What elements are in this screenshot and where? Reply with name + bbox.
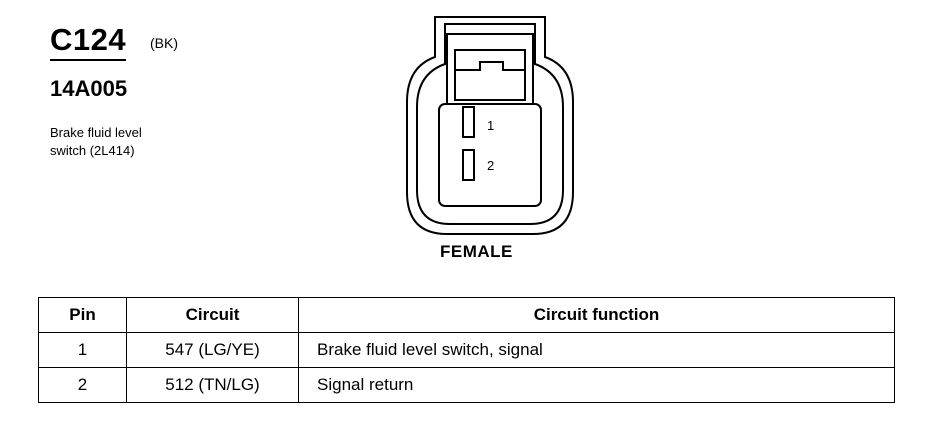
pin-label-2: 2 — [487, 158, 494, 173]
cell-pin: 1 — [38, 332, 127, 368]
header-circuit-function: Circuit function — [298, 297, 895, 333]
cell-function: Brake fluid level switch, signal — [298, 332, 895, 368]
description-line-2: switch (2L414) — [50, 143, 135, 158]
header-circuit: Circuit — [126, 297, 299, 333]
description-line-1: Brake fluid level — [50, 125, 142, 140]
housing-inner — [416, 23, 564, 225]
component-description: Brake fluid level switch (2L414) — [50, 124, 142, 160]
table-row: 1 547 (LG/YE) Brake fluid level switch, … — [38, 332, 895, 368]
connector-face-diagram: 1 2 — [406, 16, 574, 235]
lock-tab-inner — [454, 49, 526, 101]
part-number: 14A005 — [50, 76, 128, 101]
cell-circuit: 547 (LG/YE) — [126, 332, 299, 368]
pin-cavity-2 — [462, 149, 475, 181]
terminal-face — [438, 103, 542, 207]
cell-pin: 2 — [38, 367, 127, 403]
gender-label: FEMALE — [440, 242, 513, 261]
connector-id: C124 — [50, 24, 127, 61]
connector-color: (BK) — [150, 35, 178, 51]
pinout-table: Pin Circuit Circuit function 1 547 (LG/Y… — [38, 297, 895, 403]
table-header-row: Pin Circuit Circuit function — [38, 297, 895, 333]
lock-tab-notch — [455, 61, 525, 71]
cell-function: Signal return — [298, 367, 895, 403]
header-pin: Pin — [38, 297, 127, 333]
pin-cavity-1 — [462, 106, 475, 138]
pin-label-1: 1 — [487, 118, 494, 133]
cell-circuit: 512 (TN/LG) — [126, 367, 299, 403]
housing-outer — [406, 16, 574, 235]
table-row: 2 512 (TN/LG) Signal return — [38, 367, 895, 403]
